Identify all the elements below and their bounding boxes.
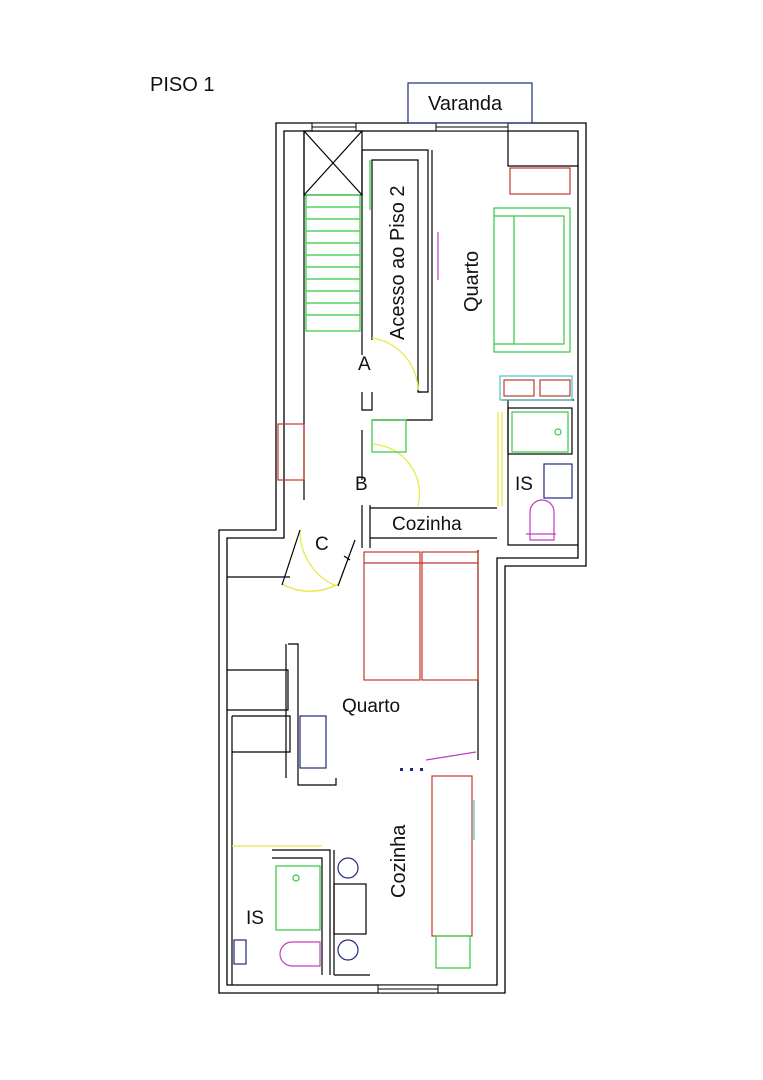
lower-bedroom-furniture: [299, 551, 479, 771]
windows: [311, 122, 509, 994]
upper-bathroom-fixtures: [507, 407, 573, 541]
staircase: [303, 130, 371, 332]
lower-bathroom-fixtures: [233, 865, 321, 967]
upper-bedroom-furniture: [437, 167, 573, 401]
upper-kitchen-label: Cozinha: [392, 514, 462, 535]
door-a-label: A: [358, 354, 371, 375]
corridor-cabinets: [277, 419, 407, 481]
lower-kitchen-fixtures: [333, 775, 475, 969]
outer-walls: [218, 122, 587, 994]
floor-label: PISO 1: [150, 74, 214, 96]
lower-bathroom-label: IS: [246, 908, 264, 929]
balcony: [407, 82, 533, 124]
door-b-label: B: [355, 474, 368, 495]
balcony-label: Varanda: [428, 93, 503, 115]
stair-label: Acesso ao Piso 2: [387, 185, 409, 340]
upper-bathroom-label: IS: [515, 474, 533, 495]
lower-bedroom-label: Quarto: [342, 696, 400, 717]
door-swings: [232, 337, 503, 847]
door-leaves: [281, 391, 422, 587]
door-c-label: C: [315, 534, 329, 555]
lower-kitchen-label: Cozinha: [388, 824, 410, 898]
upper-bedroom-label: Quarto: [461, 251, 483, 312]
